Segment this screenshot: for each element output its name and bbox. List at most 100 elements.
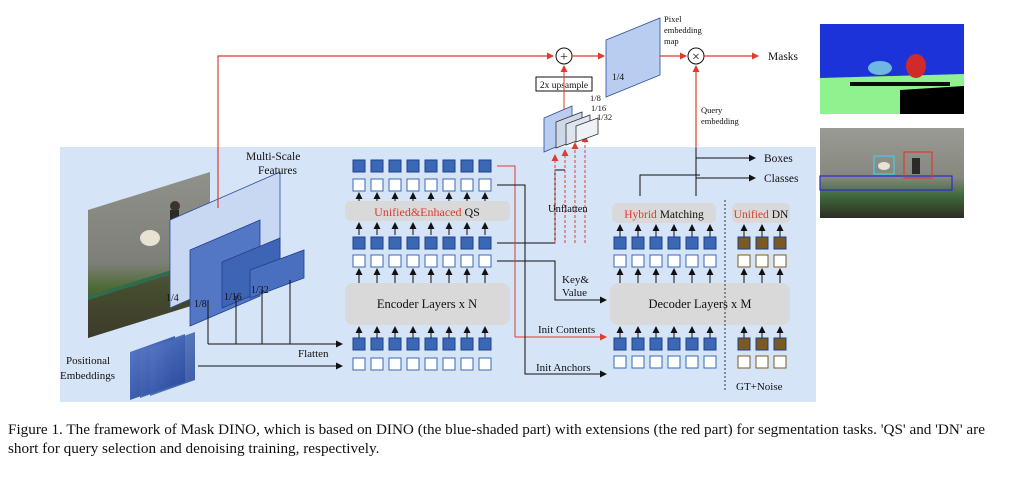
feature-map-1-32 [249,249,305,299]
qs-query-empty [478,178,492,192]
pixel-embedding-label: Pixel [664,14,682,24]
positional-token [388,357,402,371]
decoder-query-filled [685,236,699,250]
flattened-feature-token [460,337,474,351]
flattened-feature-token [370,337,384,351]
flattened-feature-token [388,337,402,351]
memory-token-filled [460,236,474,250]
pixel-map-scale: 1/4 [612,73,624,83]
init-anchor-token [613,355,627,369]
red-skip-connection [217,52,554,208]
encoder-decoder-connectors [497,165,607,378]
dn-query-filled [755,236,769,250]
query-selection-label: Unified&Enhaced QS [374,205,480,219]
qs-query-filled [388,159,402,173]
init-anchor-token [667,355,681,369]
times-symbol: × [692,50,700,65]
memory-token-filled [352,236,366,250]
dn-query-empty [755,254,769,268]
qs-query-empty [352,178,366,192]
unified-dn-bar [732,203,790,223]
memory-token-empty [370,254,384,268]
gt-noise-anchor-token [737,355,751,369]
figure-caption: Figure 1. The framework of Mask DINO, wh… [8,421,985,457]
masks-label: Masks [768,51,799,63]
hybrid-red-text: Hybrid [624,209,657,221]
memory-token-filled [478,236,492,250]
memory-token-filled [388,236,402,250]
gt-noise-label: GT+Noise [736,381,783,393]
multi-scale-features-label: Multi-Scale [246,151,300,163]
unified-dn-label: Unified DN [734,209,789,221]
scale-label-1-4: 1/4 [166,293,179,304]
flattened-feature-token [406,337,420,351]
small-scale-label-1-16: 1/16 [591,103,606,113]
decoder-query-empty [631,254,645,268]
decoder-query-filled [613,236,627,250]
qs-query-empty [370,178,384,192]
dn-query-empty [737,254,751,268]
gt-noise-anchor-token [755,355,769,369]
init-content-token [667,337,681,351]
positional-token [352,357,366,371]
positional-embeddings-label-2: Embeddings [60,370,115,382]
hybrid-matching-bar [612,203,716,223]
flatten-connectors [198,280,343,370]
init-contents-label: Init Contents [538,324,595,336]
flattened-feature-token [352,337,366,351]
init-content-token [685,337,699,351]
memory-token-empty [424,254,438,268]
scale-label-1-16: 1/16 [224,292,242,303]
qs-red-text: Unified&Enhaced [374,205,461,219]
init-content-token [631,337,645,351]
classes-label: Classes [764,173,799,185]
positional-token [460,357,474,371]
init-anchor-token [685,355,699,369]
positional-embeddings [130,332,195,400]
qs-query-empty [424,178,438,192]
key-value-label-2: Value [562,287,587,299]
gt-noise-content-token [737,337,751,351]
decoder-query-empty [649,254,663,268]
query-embedding-label: Query [701,105,723,115]
output-connectors [639,148,756,196]
decoder-query-filled [649,236,663,250]
multi-scale-feature-maps: 1/4 1/8 1/16 1/32 [166,171,305,327]
scale-label-1-8: 1/8 [194,299,207,310]
mask-output-image [820,24,964,114]
memory-token-empty [388,254,402,268]
pixel-embedding-label-3: map [664,36,679,46]
init-content-token [649,337,663,351]
encoder-label: Encoder Layers x N [377,297,477,311]
decoder-query-filled [703,236,717,250]
memory-token-empty [460,254,474,268]
memory-token-empty [406,254,420,268]
qs-query-filled [442,159,456,173]
qs-query-filled [478,159,492,173]
flattened-feature-token [442,337,456,351]
qs-query-filled [406,159,420,173]
init-content-token [703,337,717,351]
hybrid-black-text: Matching [657,209,704,221]
gt-noise-content-token [773,337,787,351]
key-value-label: Key& [562,274,589,286]
gt-noise-content-token [755,337,769,351]
unflatten-label: Unflatten [548,204,588,215]
positional-token [370,357,384,371]
init-content-token [613,337,627,351]
qs-query-empty [388,178,402,192]
plus-symbol: + [560,50,568,65]
qs-query-filled [352,159,366,173]
decoder-query-empty [613,254,627,268]
flatten-label: Flatten [298,348,329,360]
decoder-query-filled [667,236,681,250]
encoder-block [345,283,510,325]
qs-query-filled [370,159,384,173]
qs-query-filled [424,159,438,173]
init-anchor-token [703,355,717,369]
dn-red-text: Unified [734,209,769,221]
memory-token-filled [442,236,456,250]
decoder-label: Decoder Layers x M [648,297,751,311]
positional-token [478,357,492,371]
memory-token-empty [442,254,456,268]
